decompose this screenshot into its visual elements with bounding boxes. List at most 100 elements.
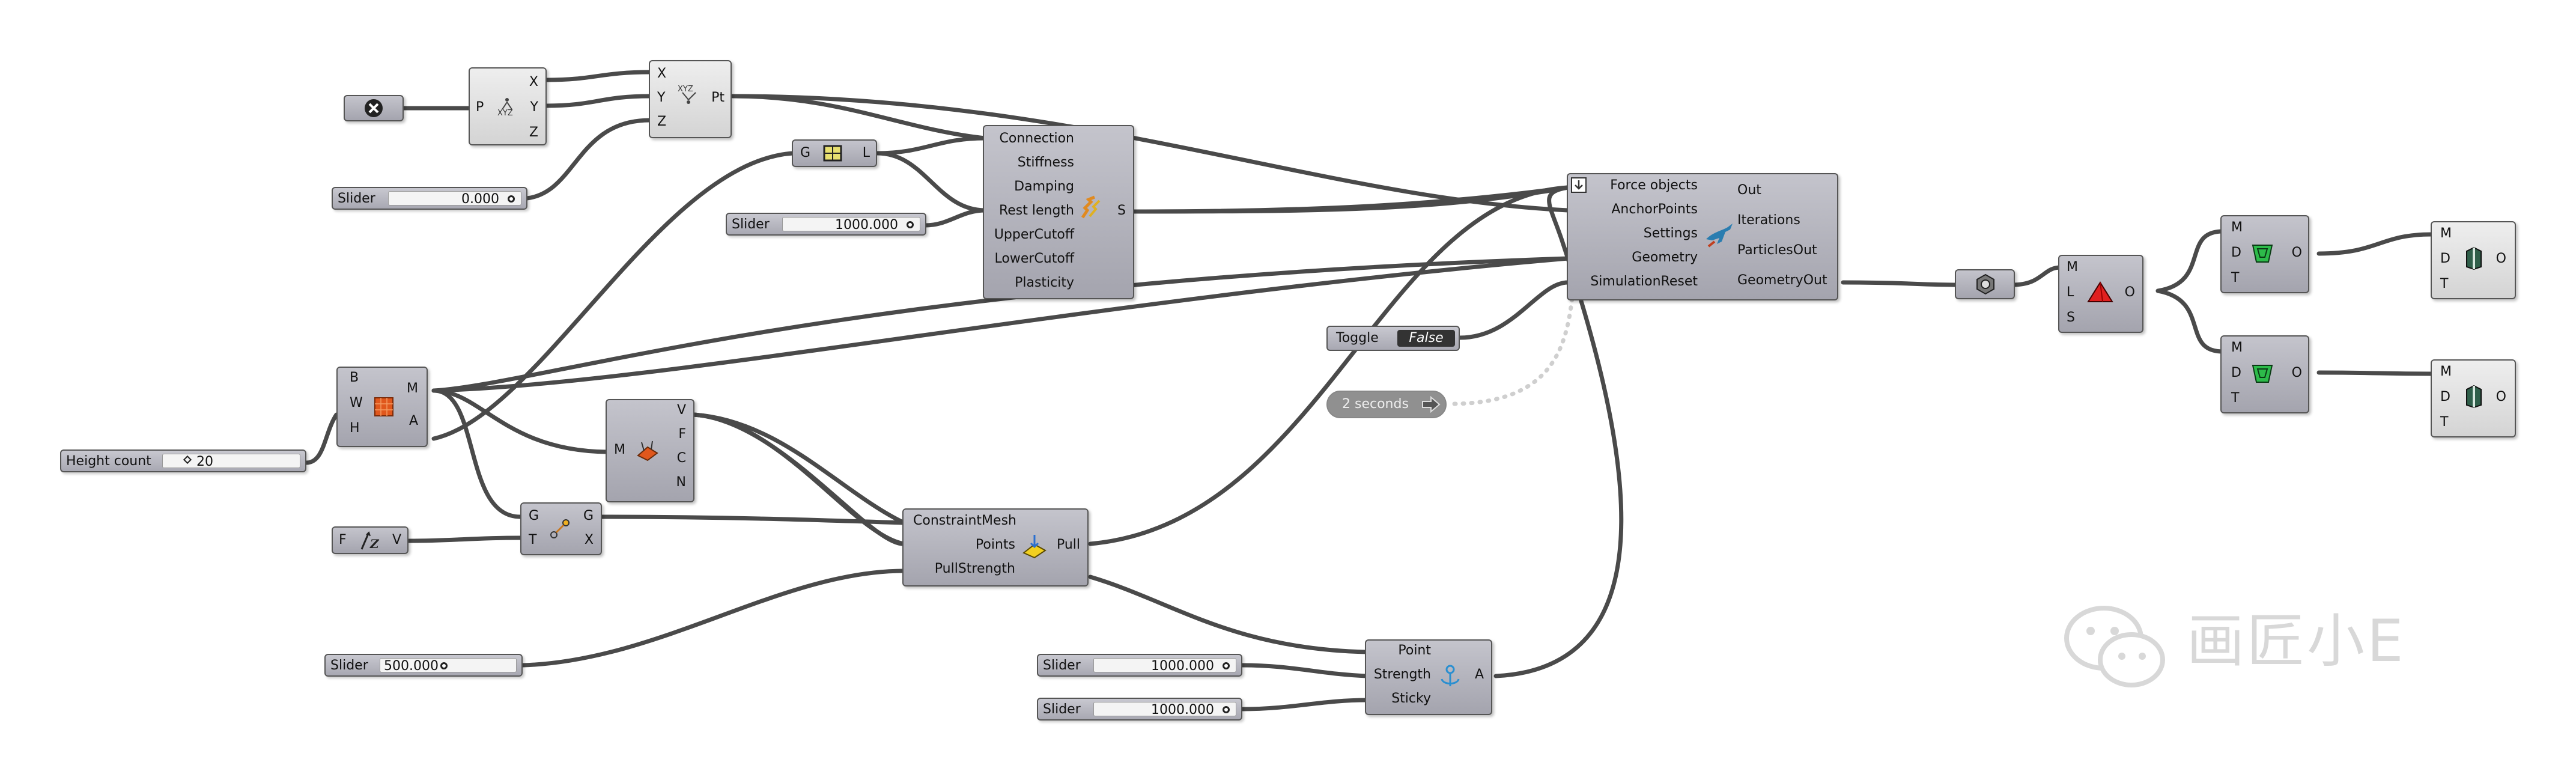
output-iterations: Iterations [1737,213,1800,228]
simulation-toggle[interactable]: Toggle False [1326,326,1460,351]
input-h: H [350,421,360,436]
slider-rail[interactable]: 1000.000 [782,217,920,233]
output-geometry-out: GeometryOut [1737,273,1827,288]
mesh-param-component[interactable] [1955,269,2015,299]
slider-knob[interactable] [1223,662,1230,669]
output-pull: Pull [1056,537,1080,552]
slider-knob[interactable] [907,221,914,228]
input-force-objects: Force objects [1610,178,1698,193]
slider-anchor-strength[interactable]: Slider 1000.000 [1037,654,1242,677]
output-n: N [676,475,686,490]
svg-text:Z: Z [369,537,380,551]
input-m: M [2440,226,2452,241]
input-anchor-points: AnchorPoints [1611,202,1698,217]
watermark-text: 画匠小E [2187,608,2406,675]
output-o: O [2496,389,2506,404]
input-b: B [350,370,359,385]
input-geometry: Geometry [1632,250,1698,265]
slider-height-count[interactable]: Height count 20 [60,449,306,472]
mesh-component-b[interactable]: M D T O [2220,335,2309,413]
output-s: S [1117,203,1126,218]
diamond-icon[interactable] [183,455,192,465]
unit-z-icon: Z [360,531,380,551]
transform-component[interactable]: G T G X [520,502,602,555]
slider-value: 0.000 [461,192,499,207]
mesh-plane-component[interactable]: B W H M A [336,367,428,447]
input-stiffness: Stiffness [1017,155,1074,170]
slider-zero[interactable]: Slider 0.000 [332,187,527,210]
output-l: L [862,145,870,160]
slider-rail[interactable]: 1000.000 [1093,702,1236,718]
slider-anchor-sticky[interactable]: Slider 1000.000 [1037,698,1242,721]
deconstruct-mesh-icon [637,440,658,462]
pull-to-mesh-component[interactable]: ConstraintMesh Points PullStrength Pull [902,508,1089,587]
custom-preview-icon [2466,385,2482,409]
slider-rail[interactable]: 20 [162,454,300,469]
input-m: M [2231,220,2243,235]
input-m: M [2440,364,2452,379]
input-t: T [2231,391,2240,406]
slider-value: 1000.000 [835,218,898,233]
transform-icon [550,519,570,538]
input-settings: Settings [1643,226,1698,241]
input-connection: Connection [999,131,1074,146]
input-f: F [339,532,347,547]
pull-to-mesh-icon [1022,535,1046,559]
close-panel[interactable] [344,95,404,121]
slider-knob[interactable] [508,195,515,203]
kangaroo-solver-component[interactable]: Force objects AnchorPoints Settings Geom… [1567,173,1838,300]
output-c: C [676,451,686,466]
timer-label: 2 seconds [1342,397,1409,412]
svg-text:XYZ: XYZ [497,109,513,118]
wires [304,70,2434,711]
slider-rail[interactable]: 500.000 [380,658,517,674]
mesh-edges-component[interactable]: G L [792,139,877,167]
output-g: G [583,508,594,523]
red-pyramid-icon [2087,281,2113,302]
anchor-component[interactable]: Point Strength Sticky A [1365,639,1492,715]
input-g: G [800,145,811,160]
mesh-edges-icon [823,145,842,162]
input-simulation-reset: SimulationReset [1590,274,1698,289]
input-t: T [2440,415,2449,430]
output-o: O [2291,245,2302,260]
output-o: O [2496,251,2506,266]
output-y: Y [530,100,538,115]
length-goal-component[interactable]: Connection Stiffness Damping Rest length… [983,125,1134,299]
mesh-modify-component[interactable]: M L S O [2058,255,2143,333]
wechat-icon [2064,606,2165,687]
deconstruct-point-component[interactable]: P XYZ X Y Z [469,67,547,145]
toggle-value[interactable]: False [1397,330,1455,347]
output-particles-out: ParticlesOut [1737,243,1817,258]
unit-z-component[interactable]: F Z V [332,526,409,554]
input-point: Point [1398,643,1431,658]
slider-pull-strength[interactable]: Slider 500.000 [324,654,523,677]
construct-point-icon: XYZ [678,85,696,104]
input-sticky: Sticky [1391,691,1431,706]
output-o: O [2291,365,2302,380]
slider-rail[interactable]: 0.000 [388,191,521,207]
custom-preview-b[interactable]: M D T O [2431,359,2516,437]
timer-component[interactable]: 2 seconds [1326,391,1447,418]
arrow-down-icon[interactable] [1570,177,1587,193]
custom-preview-a[interactable]: M D T O [2431,221,2516,299]
custom-preview-icon [2466,246,2482,270]
input-rest-length: Rest length [998,203,1074,218]
slider-name: Slider [330,658,368,673]
slider-name: Height count [66,454,151,469]
slider-knob[interactable] [440,662,448,669]
slider-knob[interactable] [1223,706,1230,713]
input-pull-strength: PullStrength [934,561,1015,576]
output-v: V [392,532,401,547]
input-lower-cutoff: LowerCutoff [994,251,1074,266]
input-upper-cutoff: UpperCutoff [994,227,1074,242]
deconstruct-mesh-component[interactable]: M V F C N [606,399,694,502]
construct-point-component[interactable]: X Y Z XYZ Pt [649,60,732,138]
slider-rest-length[interactable]: Slider 1000.000 [726,213,926,236]
output-z: Z [529,125,538,140]
kangaroo-icon [1706,224,1733,248]
input-t: T [529,532,537,547]
mesh-component-a[interactable]: M D T O [2220,215,2309,293]
slider-rail[interactable]: 1000.000 [1093,658,1236,674]
